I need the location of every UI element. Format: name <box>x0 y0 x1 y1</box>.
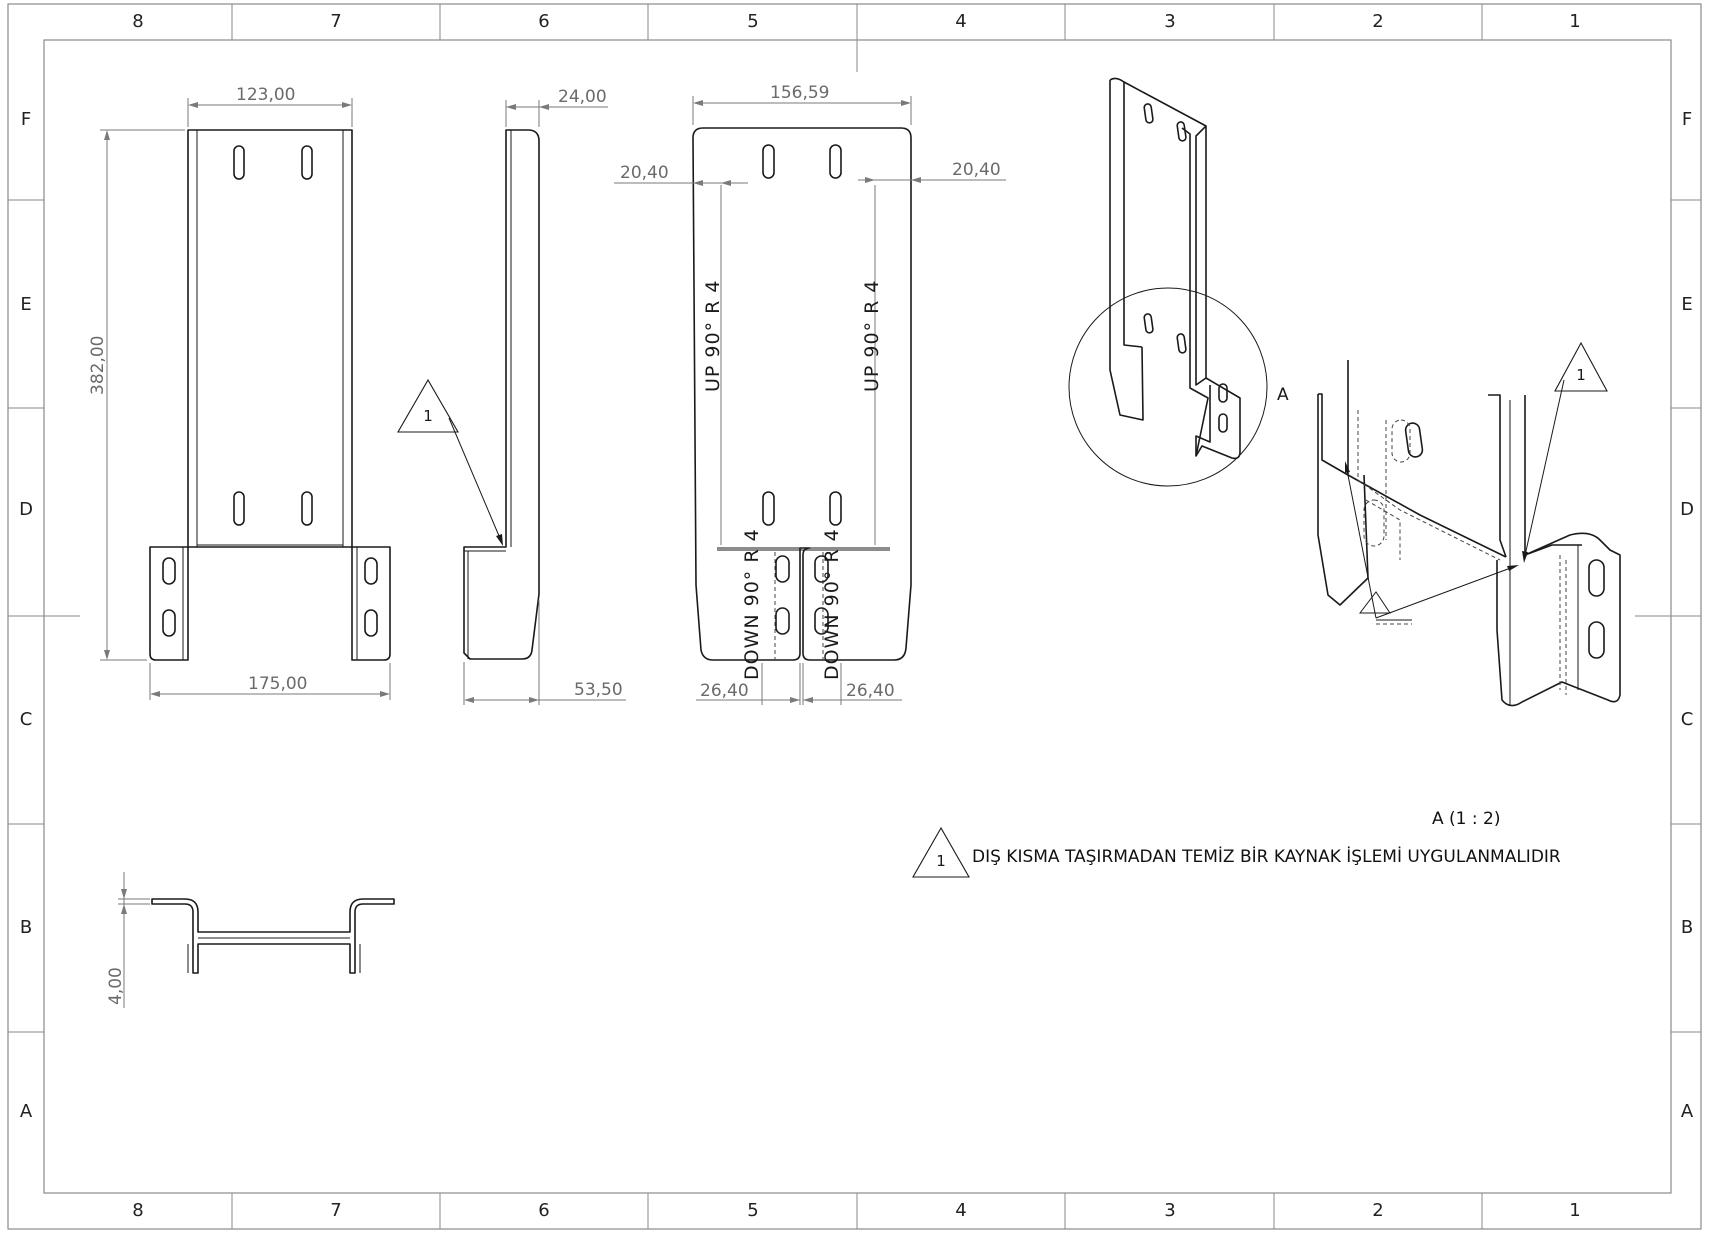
zone-labels-bottom: 8 7 6 5 4 3 2 1 <box>132 1200 1580 1221</box>
side-view <box>463 129 540 660</box>
sheet-frame <box>7 3 1702 1230</box>
zone-col-6-bottom: 6 <box>538 1200 549 1221</box>
dim-flat-left-offset-text: 20,40 <box>620 163 669 183</box>
zone-col-5-top: 5 <box>747 11 758 32</box>
zone-row-e-right: E <box>1681 294 1692 315</box>
zone-row-f-left: F <box>21 109 31 130</box>
dimension-front-base: 175,00 <box>149 663 391 700</box>
dimension-flat-bottom-right: 26,40 <box>802 663 902 705</box>
zone-col-7-bottom: 7 <box>330 1200 341 1221</box>
zone-col-1-top: 1 <box>1569 11 1580 32</box>
bend-note-up-left: UP 90° R 4 <box>702 280 724 392</box>
zone-col-3-top: 3 <box>1164 11 1175 32</box>
zone-row-c-left: C <box>20 709 33 730</box>
detail-scale-label: A (1 : 2) <box>1432 809 1500 829</box>
bend-note-down-right: DOWN 90° R 4 <box>821 528 843 680</box>
zone-labels-left: F E D C B A <box>19 109 33 1122</box>
dim-front-height-text: 382,00 <box>88 336 108 395</box>
zone-col-4-top: 4 <box>955 11 966 32</box>
zone-col-8-bottom: 8 <box>132 1200 143 1221</box>
zone-col-2-top: 2 <box>1372 11 1383 32</box>
zone-col-3-bottom: 3 <box>1164 1200 1175 1221</box>
zone-row-c-right: C <box>1681 709 1694 730</box>
zone-col-2-bottom: 2 <box>1372 1200 1383 1221</box>
weld-symbol-side-text: 1 <box>423 407 433 425</box>
zone-row-a-left: A <box>20 1101 33 1122</box>
weld-note: 1 DIŞ KISMA TAŞIRMADAN TEMİZ BİR KAYNAK … <box>912 826 1561 878</box>
zone-row-d-left: D <box>19 499 33 520</box>
dimension-flat-left-offset: 20,40 <box>614 163 748 186</box>
zone-row-e-left: E <box>20 294 31 315</box>
dim-flat-bottom-right-text: 26,40 <box>846 681 895 701</box>
zone-row-d-right: D <box>1680 499 1694 520</box>
dim-front-base-text: 175,00 <box>248 674 307 694</box>
zone-labels-right: F E D C B A <box>1680 109 1694 1122</box>
dimension-side-thickness: 24,00 <box>505 87 608 127</box>
bend-note-up-right: UP 90° R 4 <box>861 280 883 392</box>
zone-col-5-bottom: 5 <box>747 1200 758 1221</box>
zone-col-8-top: 8 <box>132 11 143 32</box>
isometric-view: A <box>1068 77 1289 487</box>
weld-callout-side: 1 <box>397 378 503 546</box>
zone-col-7-top: 7 <box>330 11 341 32</box>
weld-callout-detail: 1 <box>1345 341 1608 625</box>
dimension-side-depth: 53,50 <box>463 600 626 705</box>
zone-row-f-right: F <box>1682 109 1692 130</box>
zone-col-4-bottom: 4 <box>955 1200 966 1221</box>
detail-label-a: A <box>1277 385 1289 405</box>
zone-row-a-right: A <box>1681 1101 1694 1122</box>
dimension-front-width: 123,00 <box>187 85 353 127</box>
flat-pattern <box>692 127 912 661</box>
dimension-flat-width: 156,59 <box>692 83 912 125</box>
weld-symbol-note-text: 1 <box>936 852 946 870</box>
dim-side-thickness-text: 24,00 <box>558 87 607 107</box>
dimension-flat-bottom-left: 26,40 <box>696 663 801 705</box>
zone-labels-top: 8 7 6 5 4 3 2 1 <box>132 11 1580 32</box>
zone-row-b-left: B <box>20 917 32 938</box>
dimension-front-height: 382,00 <box>88 129 185 661</box>
zone-col-6-top: 6 <box>538 11 549 32</box>
dim-flat-width-text: 156,59 <box>770 83 829 103</box>
dim-front-width-text: 123,00 <box>236 85 295 105</box>
weld-symbol-detail-text: 1 <box>1576 366 1586 384</box>
bend-notes: UP 90° R 4 UP 90° R 4 DOWN 90° R 4 DOWN … <box>702 280 883 680</box>
dimension-top-thickness: 4,00 <box>106 872 150 1008</box>
detail-view-a <box>1317 360 1621 707</box>
top-view <box>151 898 395 974</box>
weld-note-text: DIŞ KISMA TAŞIRMADAN TEMİZ BİR KAYNAK İŞ… <box>972 846 1561 867</box>
dim-top-thickness-text: 4,00 <box>106 967 126 1005</box>
front-view <box>149 129 391 661</box>
dim-flat-bottom-left-text: 26,40 <box>700 681 749 701</box>
dim-flat-right-offset-text: 20,40 <box>952 160 1001 180</box>
zone-col-1-bottom: 1 <box>1569 1200 1580 1221</box>
dim-side-depth-text: 53,50 <box>574 680 623 700</box>
bend-note-down-left: DOWN 90° R 4 <box>741 528 763 680</box>
dimension-flat-right-offset: 20,40 <box>858 160 1006 183</box>
zone-row-b-right: B <box>1681 917 1693 938</box>
